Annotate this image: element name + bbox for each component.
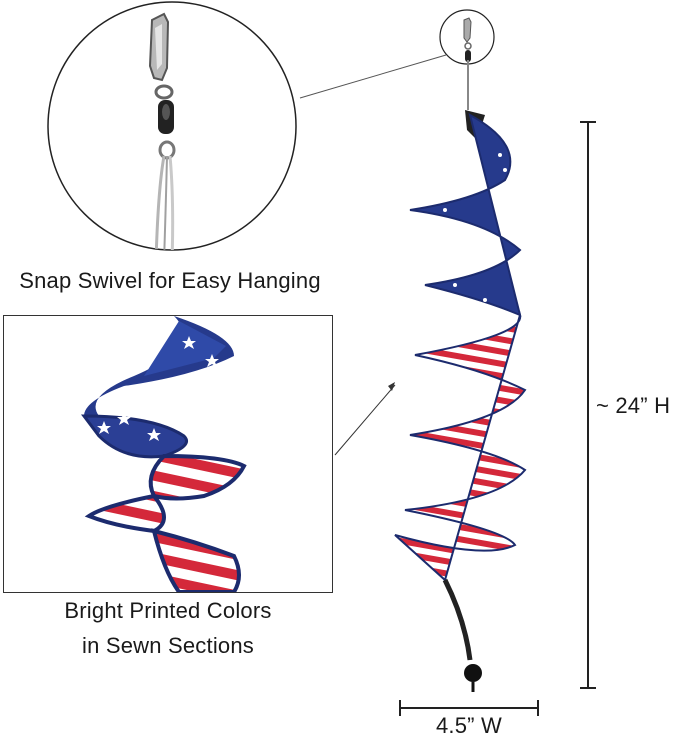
swivel-closeup-image xyxy=(148,12,176,250)
swivel-closeup-circle xyxy=(47,1,297,251)
width-dimension-line xyxy=(399,700,539,716)
colors-caption-line2: in Sewn Sections xyxy=(82,633,254,658)
height-label: ~ 24” H xyxy=(596,393,671,418)
width-label: 4.5” W xyxy=(436,713,502,738)
colors-closeup-frame xyxy=(3,315,333,593)
colors-closeup-image xyxy=(80,316,247,592)
swivel-highlight-circle xyxy=(439,9,495,65)
height-dimension-line xyxy=(580,121,596,689)
spinner-product-image xyxy=(394,60,527,692)
swivel-caption: Snap Swivel for Easy Hanging xyxy=(19,268,321,293)
colors-caption-line1: Bright Printed Colors xyxy=(64,598,272,623)
